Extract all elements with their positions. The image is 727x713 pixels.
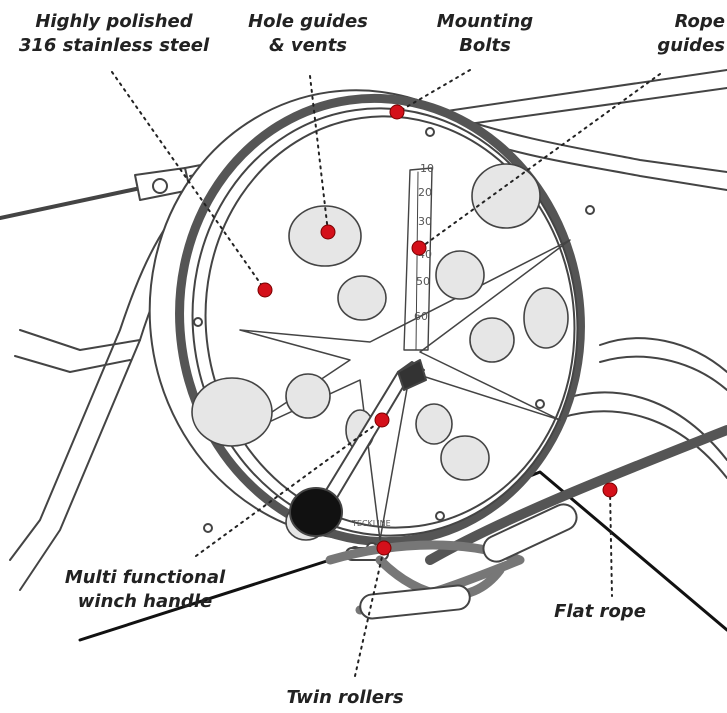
marker-flat-rope: [603, 483, 617, 497]
marker-rope-guides: [412, 241, 426, 255]
callout-polished-steel: Highly polished 316 stainless steel: [4, 10, 224, 58]
gauge-mark-10: 10: [420, 162, 434, 175]
gauge-mark-60: 60: [414, 310, 428, 323]
callout-flat-rope: Flat rope: [540, 600, 660, 624]
marker-polished: [258, 283, 272, 297]
gauge-mark-50: 50: [416, 275, 430, 288]
callout-twin-rollers: Twin rollers: [270, 686, 420, 710]
marker-mounting-bolts: [390, 105, 404, 119]
gauge-mark-30: 30: [418, 215, 432, 228]
callout-hole-guides: Hole guides & vents: [238, 10, 378, 58]
callout-mounting-bolts: Mounting Bolts: [420, 10, 550, 58]
marker-twin-rollers: [377, 541, 391, 555]
callout-rope-guides: Rope guides: [630, 10, 725, 58]
callout-winch-handle: Multi functional winch handle: [40, 566, 250, 614]
marker-winch-handle: [375, 413, 389, 427]
gauge-mark-20: 20: [418, 186, 432, 199]
marker-hole-guides: [321, 225, 335, 239]
brand-logo: TECKLINE: [351, 519, 391, 528]
